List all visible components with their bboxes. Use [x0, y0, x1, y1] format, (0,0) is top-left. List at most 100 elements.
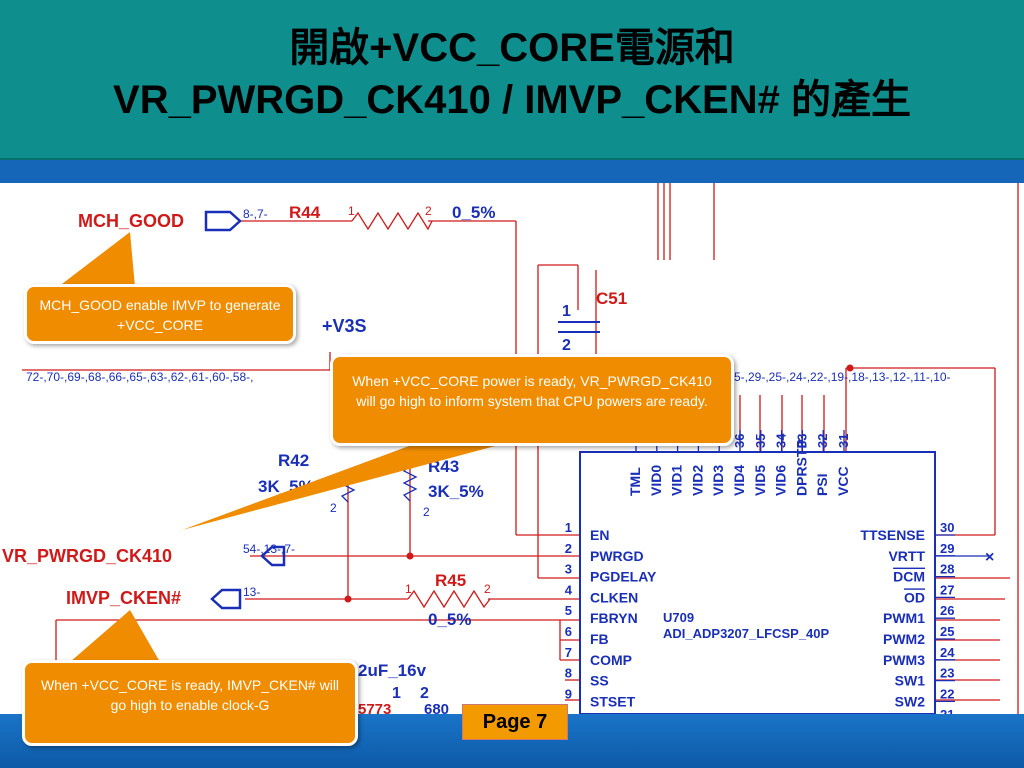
- schematic-wires: [22, 183, 1019, 714]
- ic-pin-pwrgd: PWRGD: [590, 548, 644, 564]
- ic-pin-pwm2: PWM2: [883, 631, 925, 647]
- ic-pin-clken: CLKEN: [590, 589, 638, 605]
- callout-pointer-vr-pwrgd: [182, 442, 510, 530]
- title-bar: 開啟+VCC_CORE電源和 VR_PWRGD_CK410 / IMVP_CKE…: [0, 0, 1024, 160]
- callout-vr-pwrgd: When +VCC_CORE power is ready, VR_PWRGD_…: [330, 354, 734, 446]
- ic-pin-vid1: VID1: [669, 465, 685, 496]
- r45-value: 0_5%: [428, 610, 471, 629]
- ic-u709-body: [579, 451, 936, 714]
- r45-label: R45: [435, 571, 466, 590]
- net-list-right: 5-,29-,25-,24-,22-,19-,18-,13-,12-,11-,1…: [734, 370, 951, 384]
- ic-pin-ttsense: TTSENSE: [860, 527, 925, 543]
- off-page-connectors: [204, 210, 286, 610]
- ic-pin-num-36: 36: [732, 434, 747, 448]
- ic-pin-fbryn: FBRYN: [590, 610, 638, 626]
- ic-pin-pwm3: PWM3: [883, 652, 925, 668]
- slide-title: 開啟+VCC_CORE電源和 VR_PWRGD_CK410 / IMVP_CKE…: [0, 22, 1024, 126]
- ic-pin-num-31: 31: [836, 434, 851, 448]
- cap-value: 2uF_16v: [358, 661, 427, 680]
- ic-pin-num-26: 26: [940, 603, 954, 618]
- r45-pin2: 2: [484, 582, 491, 596]
- imvp-cken-ref: 13-: [243, 585, 260, 599]
- no-connect-marker: ×: [985, 549, 994, 566]
- ic-pin-od: OD: [904, 589, 925, 605]
- ic-pin-num-4: 4: [565, 582, 573, 597]
- ic-pin-num-5: 5: [565, 603, 572, 618]
- vr-pwrgd-label: VR_PWRGD_CK410: [2, 546, 172, 566]
- resistor-r44-symbol: [351, 211, 433, 231]
- r42-label: R42: [278, 451, 309, 470]
- r44-pin2: 2: [425, 204, 432, 218]
- ic-pin-num-23: 23: [940, 666, 954, 681]
- ic-pin-num-32: 32: [815, 434, 830, 448]
- callout-pointer-mch-good: [58, 232, 135, 287]
- ic-pin-vcc: VCC: [835, 466, 851, 496]
- resistor-r45-symbol: [407, 589, 491, 609]
- title-line-1: 開啟+VCC_CORE電源和: [289, 26, 735, 70]
- ic-pin-pgdelay: PGDELAY: [590, 569, 657, 585]
- v3s-label: +V3S: [322, 316, 367, 336]
- ic-pin-dprstp: DPRSTP: [793, 439, 809, 496]
- c51-label: C51: [596, 289, 627, 308]
- ic-pin-ss: SS: [590, 673, 609, 689]
- ic-pin-num-22: 22: [940, 686, 954, 701]
- ic-pin-num-8: 8: [565, 666, 572, 681]
- ic-pin-num-3: 3: [565, 562, 572, 577]
- imvp-cken-label: IMVP_CKEN#: [66, 588, 181, 608]
- callout-pointer-imvp-cken: [70, 610, 160, 662]
- bottom-fragment-1: 5773: [358, 701, 391, 714]
- schematic-labels: MCH_GOOD 8-,7- R44 1 2 0_5% C51 1 2 +V3S…: [2, 203, 951, 714]
- ic-pin-num-9: 9: [565, 686, 572, 701]
- ic-pin-num-1: 1: [565, 520, 572, 535]
- ic-pin-vid5: VID5: [752, 465, 768, 496]
- ic-pin-num-6: 6: [565, 624, 572, 639]
- title-line-2: VR_PWRGD_CK410 / IMVP_CKEN# 的產生: [113, 78, 911, 122]
- ic-pin-num-2: 2: [565, 541, 572, 556]
- ic-pin-num-33: 33: [794, 434, 809, 448]
- ic-pin-vid3: VID3: [710, 465, 726, 496]
- mch-good-ref: 8-,7-: [243, 207, 268, 221]
- r44-pin1: 1: [348, 204, 355, 218]
- ic-pin-dcm: DCM: [893, 569, 925, 585]
- ic-pin-vid0: VID0: [648, 465, 664, 496]
- ic-right-pins: 30TTSENSE29VRTT28DCM27OD26PWM125PWM224PW…: [860, 520, 955, 714]
- r44-label: R44: [289, 203, 321, 222]
- ic-pin-psi: PSI: [814, 473, 830, 496]
- r45-pin1: 1: [405, 582, 412, 596]
- ic-pin-num-25: 25: [940, 624, 954, 639]
- schematic-diagram: × MCH_GOOD 8-,7- R44 1 2 0_5% C51 1 2 +V…: [2, 183, 1019, 714]
- ic-pin-num-28: 28: [940, 562, 954, 577]
- c51-pin1: 1: [562, 303, 571, 320]
- ic-pin-num-21: 21: [940, 707, 954, 714]
- r44-value: 0_5%: [452, 203, 495, 222]
- ic-pin-sw1: SW1: [895, 673, 926, 689]
- resistor-r43-symbol: [402, 464, 418, 502]
- ic-pin-vid6: VID6: [773, 465, 789, 496]
- mch-good-label: MCH_GOOD: [78, 211, 184, 231]
- ic-ref: U709: [663, 610, 694, 625]
- r43-value: 3K_5%: [428, 482, 484, 501]
- ic-pin-pwm1: PWM1: [883, 610, 925, 626]
- bottom-fragment-2: 680: [424, 701, 449, 714]
- ic-pin-num-27: 27: [940, 582, 954, 597]
- ic-pin-vid4: VID4: [731, 465, 747, 496]
- ic-part-number: ADI_ADP3207_LFCSP_40P: [663, 626, 830, 641]
- ic-pin-num-30: 30: [940, 520, 954, 535]
- vr-pwrgd-ref: 54-,13-,7-: [243, 542, 295, 556]
- ic-pin-fb: FB: [590, 631, 609, 647]
- callout-mch-good: MCH_GOOD enable IMVP to generate +VCC_CO…: [24, 284, 296, 344]
- c51-pin2: 2: [562, 337, 571, 354]
- ic-pin-en: EN: [590, 527, 609, 543]
- callout-imvp-cken: When +VCC_CORE is ready, IMVP_CKEN# will…: [22, 660, 358, 746]
- ic-pin-num-35: 35: [753, 434, 768, 448]
- r42-pin2: 2: [330, 501, 337, 515]
- header-divider: [0, 160, 1024, 183]
- ic-pin-num-7: 7: [565, 645, 572, 660]
- cap-pin2: 2: [420, 685, 429, 702]
- callout-pointers: [58, 232, 510, 662]
- ic-pin-vrtt: VRTT: [888, 548, 925, 564]
- ic-pin-tml: TML: [627, 467, 643, 496]
- ic-pin-vid2: VID2: [689, 465, 705, 496]
